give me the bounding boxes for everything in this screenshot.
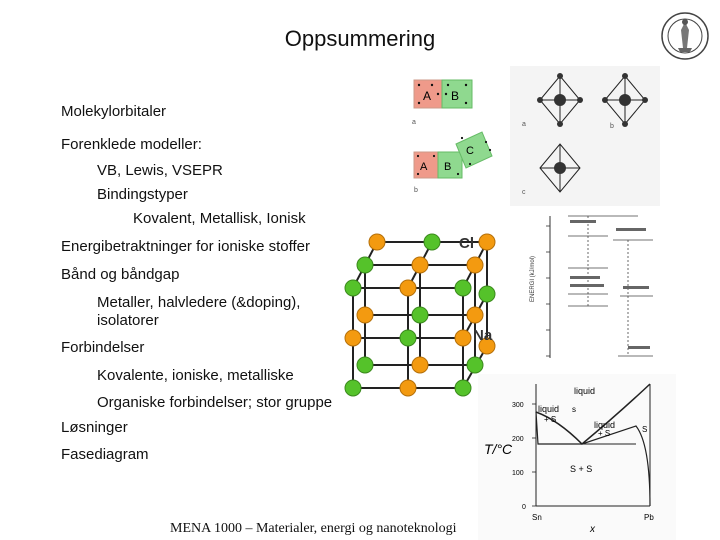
label-b-bottom: B [444, 161, 451, 173]
cl-ions [344, 233, 496, 397]
tick-0: 0 [522, 504, 526, 511]
label-small-b: b [414, 187, 418, 194]
label-a-bottom: A [420, 161, 428, 173]
university-seal-logo [661, 12, 709, 60]
label-cl: Cl [459, 235, 474, 252]
bullet-metaller-halvledere: Metaller, halvledere (&doping), [97, 294, 301, 311]
svg-text:a: a [522, 121, 526, 128]
label-s-right: S [642, 425, 647, 434]
axis-label-temperature: T/°C [484, 441, 513, 457]
bullet-kovalente-ioniske-metalliske: Kovalente, ioniske, metalliske [97, 367, 294, 384]
bullet-energibetraktninger: Energibetraktninger for ioniske stoffer [61, 238, 311, 255]
label-liquid-top: liquid [574, 386, 595, 396]
na-ions [344, 233, 496, 397]
svg-text:b: b [610, 123, 614, 130]
bullet-band-og-bandgap: Bånd og båndgap [61, 266, 180, 283]
bullet-organiske-forbindelser: Organiske forbindelser; stor gruppe [97, 394, 333, 411]
tick-100: 100 [512, 470, 524, 477]
tick-200: 200 [512, 436, 524, 443]
label-b-top: B [451, 89, 459, 103]
label-c-bottom: C [466, 145, 474, 157]
slide-title: Oppsummering [284, 26, 436, 51]
bullet-forbindelser: Forbindelser [61, 339, 145, 356]
born-haber-energy-diagram: ENERGI (kJ/mol) [528, 206, 668, 368]
bullet-bindingstyper: Bindingstyper [97, 186, 188, 203]
svg-text:c: c [522, 189, 526, 196]
label-s1-s2: S + S [570, 464, 592, 474]
label-pb: Pb [644, 513, 654, 522]
svg-text:ENERGI (kJ/mol): ENERGI (kJ/mol) [530, 256, 536, 302]
label-s-left: s [572, 405, 576, 414]
label-plus-s-right: + S [598, 429, 610, 438]
label-liquid-right: liquid [594, 420, 615, 430]
slide-footer: MENA 1000 – Materialer, energi og nanote… [170, 521, 457, 536]
label-na: Na [473, 327, 493, 344]
axis-label-x: x [589, 524, 596, 535]
bullet-molekylorbitaler: Molekylorbitaler [61, 103, 167, 120]
label-sn: Sn [532, 513, 542, 522]
lewis-square-diagram: A B a A B C b [412, 79, 493, 194]
bullet-vb-lewis-vsepr: VB, Lewis, VSEPR [97, 162, 223, 179]
phase-diagram-sn-pb: 300 200 100 0 liquid liquid s + S liquid… [478, 374, 676, 540]
tick-300: 300 [512, 402, 524, 409]
bullet-losninger: Løsninger [61, 419, 128, 436]
bullet-fasediagram: Fasediagram [61, 446, 149, 463]
nacl-crystal-structure: Cl Na [344, 233, 496, 397]
bullet-isolatorer: isolatorer [97, 312, 159, 329]
label-liquid-left: liquid [538, 404, 559, 414]
label-small-a: a [412, 119, 416, 126]
bullet-forenklede-modeller: Forenklede modeller: [61, 136, 202, 153]
orbital-geometry-image: a b c [510, 66, 660, 206]
label-a-top: A [423, 89, 431, 103]
label-plus-s-left: + S [544, 415, 556, 424]
square-c-bottom [455, 131, 493, 169]
bullet-kovalent-metallisk-ionisk: Kovalent, Metallisk, Ionisk [133, 210, 306, 227]
